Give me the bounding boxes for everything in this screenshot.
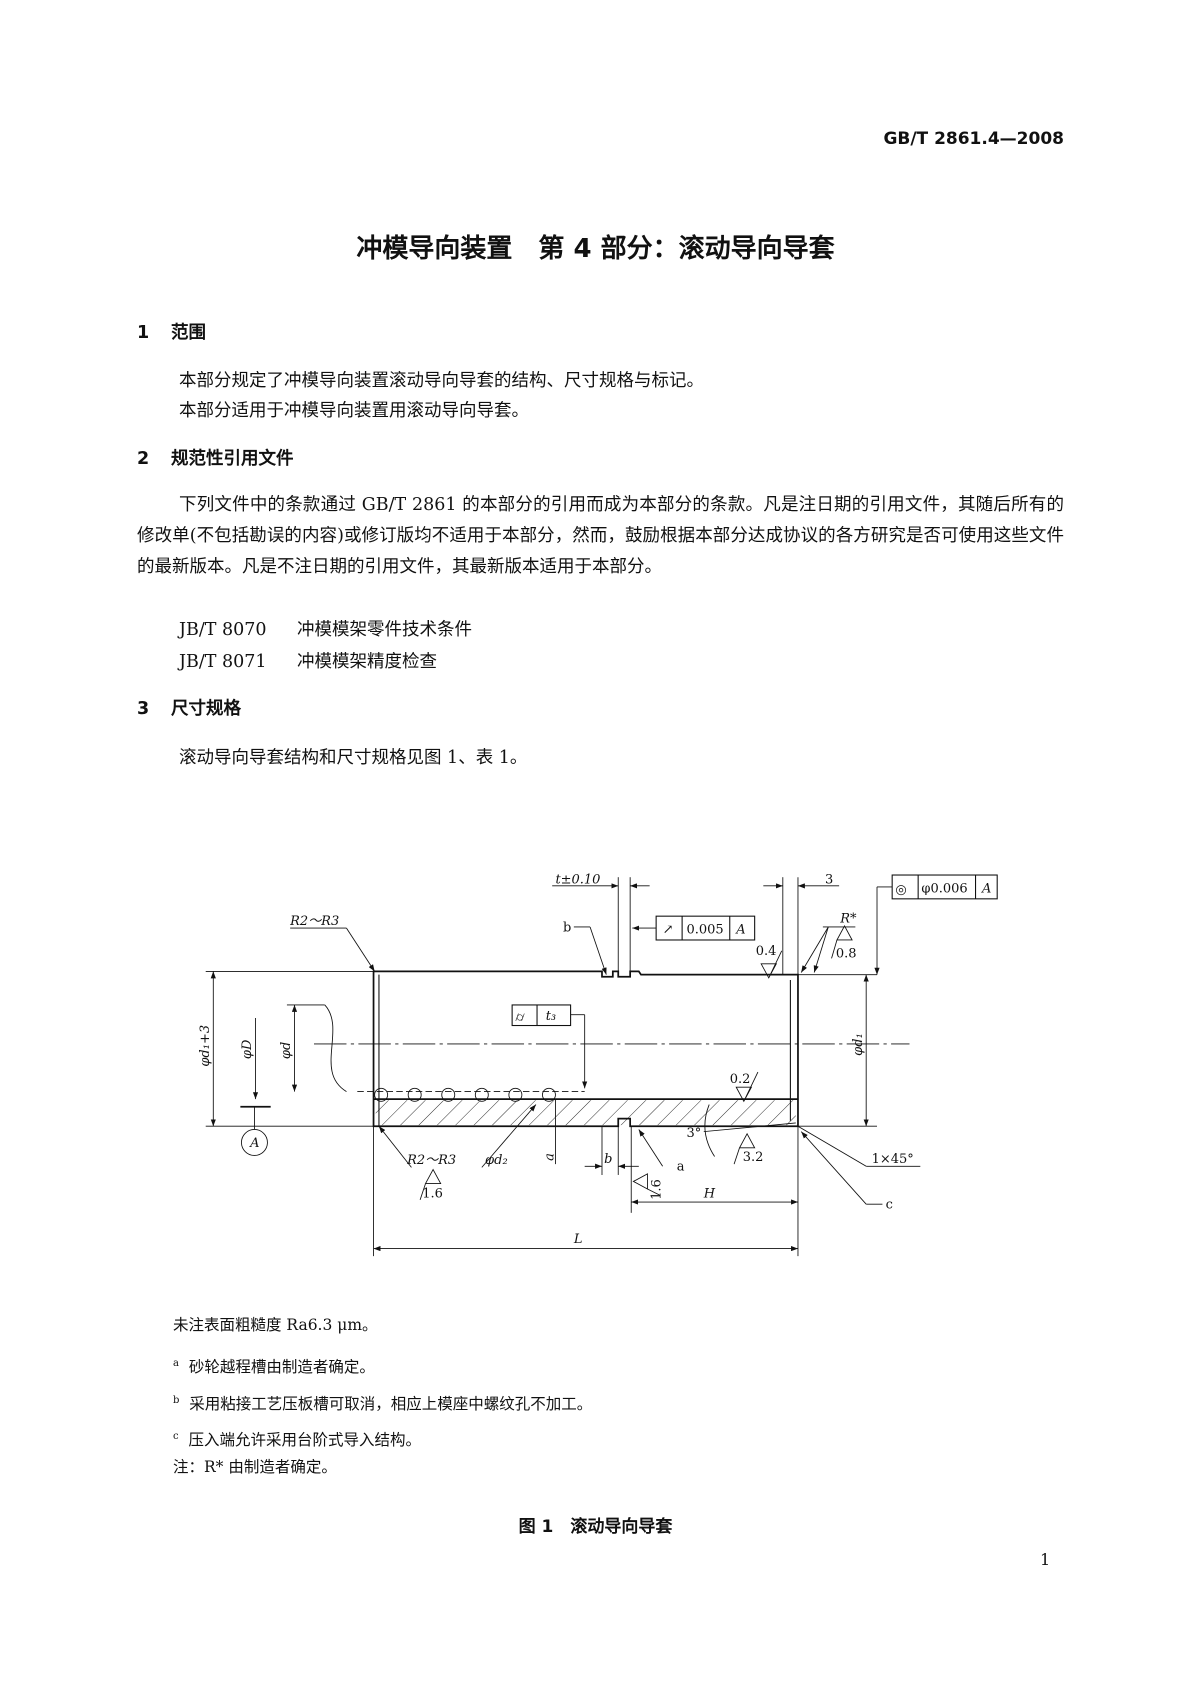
svg-text:R2～R3: R2～R3 — [289, 914, 339, 929]
svg-text:0.8: 0.8 — [836, 946, 857, 961]
svg-text:φ0.006: φ0.006 — [921, 881, 967, 896]
flatness-frame — [511, 1004, 572, 1027]
svg-text:c: c — [886, 1198, 893, 1213]
page-title: 冲模导向装置 第 4 部分：滚动导向导套 — [356, 234, 835, 264]
concentricity-symbol: ◎ — [895, 882, 906, 897]
figure-caption: 图 1 滚动导向导套 — [518, 1517, 673, 1537]
datum-a-symbol — [241, 1129, 268, 1156]
paragraph: 本部分适用于冲模导向装置用滚动导向导套。 — [179, 401, 529, 421]
page-number: 1 — [1040, 1550, 1051, 1569]
svg-text:3: 3 — [825, 873, 833, 888]
figure-remark: 注：R* 由制造者确定。 — [173, 1458, 337, 1476]
svg-text:3°: 3° — [686, 1126, 701, 1141]
ball-row — [374, 1087, 556, 1102]
cylindricity-symbol: ⌭ — [515, 1010, 525, 1025]
svg-text:A: A — [735, 922, 745, 937]
section-hatch — [375, 1100, 796, 1126]
svg-text:3.2: 3.2 — [743, 1150, 764, 1165]
svg-text:φd₂: φd₂ — [485, 1153, 508, 1168]
footnote-a: a 砂轮越程槽由制造者确定。 — [173, 1358, 375, 1377]
svg-text:A: A — [249, 1136, 259, 1151]
svg-text:R2～R3: R2～R3 — [406, 1153, 456, 1168]
runout-frame — [655, 915, 756, 941]
svg-text:t₃: t₃ — [546, 1009, 556, 1024]
svg-text:a: a — [542, 1153, 557, 1161]
svg-text:0.005: 0.005 — [686, 922, 723, 937]
svg-text:φd: φd — [279, 1042, 294, 1059]
svg-text:a: a — [677, 1160, 685, 1175]
svg-text:φD: φD — [240, 1039, 255, 1059]
paragraph: 本部分规定了冲模导向装置滚动导向导套的结构、尺寸规格与标记。 — [179, 371, 704, 391]
runout-symbol: ↗ — [663, 922, 674, 937]
paragraph: 滚动导向导套结构和尺寸规格见图 1、表 1。 — [179, 748, 528, 768]
standard-number: GB/T 2861.4—2008 — [883, 129, 1064, 149]
footnote-c: c 压入端允许采用台阶式导入结构。 — [173, 1431, 421, 1450]
svg-text:0.4: 0.4 — [756, 944, 777, 959]
paragraph: 下列文件中的条款通过 GB/T 2861 的本部分的引用而成为本部分的条款。凡是… — [137, 495, 1064, 577]
svg-text:L: L — [573, 1232, 583, 1247]
drawing-labels: R2～R3 t±0.10 3 b R* 0.8 0.4 0.2 3° 3.2 1… — [198, 873, 914, 1247]
footnote-b: b 采用粘接工艺压板槽可取消，相应上模座中螺纹孔不加工。 — [173, 1395, 593, 1414]
svg-text:b: b — [604, 1152, 612, 1167]
figure-note: 未注表面粗糙度 Ra6.3 μm。 — [173, 1316, 378, 1334]
svg-text:A: A — [981, 881, 991, 896]
svg-text:1.6: 1.6 — [422, 1187, 443, 1202]
svg-text:1×45°: 1×45° — [872, 1152, 914, 1167]
concentricity-frame — [891, 874, 998, 900]
svg-text:φd₁: φd₁ — [851, 1033, 866, 1056]
svg-text:t±0.10: t±0.10 — [555, 873, 600, 888]
svg-text:H: H — [703, 1187, 716, 1202]
svg-text:b: b — [563, 920, 571, 935]
svg-text:φd₁+3: φd₁+3 — [198, 1025, 213, 1067]
svg-text:0.2: 0.2 — [730, 1072, 751, 1087]
svg-text:R*: R* — [839, 912, 857, 927]
svg-text:1.6: 1.6 — [649, 1179, 664, 1200]
